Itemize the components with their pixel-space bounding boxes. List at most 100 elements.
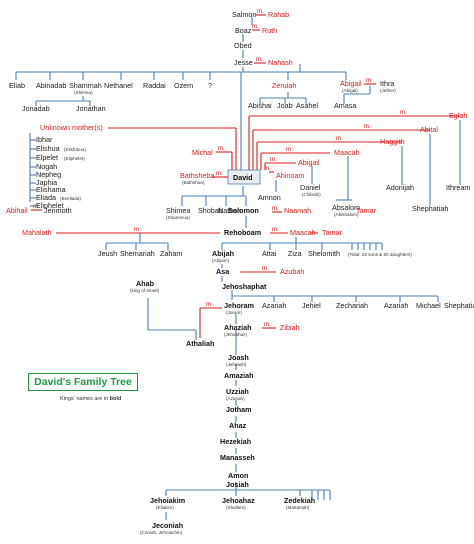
person-obed: Obed [234, 41, 252, 50]
person-eglah: Eglah [449, 111, 467, 120]
person-shammah: Shammah [69, 81, 102, 90]
person-jehoahaz-alt: (Shallum) [226, 505, 246, 510]
person-hezekiah: Hezekiah [220, 437, 251, 446]
person-mahalath: Mahalath [22, 228, 52, 237]
person-japhia: Japhia [36, 178, 57, 187]
person-amon: Amon [228, 471, 248, 480]
person-abigail-sister: Abigail [340, 79, 362, 88]
person-solomon: Solomon [228, 206, 259, 215]
person-daniel-alt: (Chileab) [302, 192, 321, 197]
marriage-mark: m. [206, 302, 213, 308]
person-jesse: Jesse [234, 58, 253, 67]
person-zedekiah: Zedekiah [284, 496, 315, 505]
person-josiah: Josiah [226, 480, 249, 489]
marriage-mark: m. [33, 204, 40, 210]
person-elishama: Elishama [36, 185, 66, 194]
person-raddai: Raddai [143, 81, 166, 90]
marriage-mark: m. [270, 157, 277, 163]
person-ruth: Ruth [262, 26, 277, 35]
person-joash: Joash [228, 353, 249, 362]
person-amaziah: Amaziah [224, 371, 254, 380]
legend-note-text: Kings' names are in [60, 396, 109, 402]
marriage-marks: m. m. m. m. m. m. m. m. m. m. m. m. m. m… [33, 9, 407, 328]
marriage-mark: m. [218, 146, 225, 152]
person-joash-alt: (Jehoash) [226, 362, 247, 367]
person-jehoiakim: Jehoiakim [150, 496, 185, 505]
person-attai: Attai [262, 249, 277, 258]
person-boaz: Boaz [235, 26, 252, 35]
person-abigail-sister-alt: (Abigal) [342, 88, 358, 93]
marriage-mark: m. [364, 124, 371, 130]
person-zeruiah: Zeruiah [272, 81, 296, 90]
marriage-mark: m. [400, 110, 407, 116]
person-rehoboam: Rehoboam [224, 228, 261, 237]
person-ozem: Ozem [174, 81, 193, 90]
person-ahaziah: Ahaziah [224, 323, 252, 332]
person-maacah: Maacah [334, 148, 360, 157]
person-jeconiah-alt: (Coniah, Jehoiachin) [140, 530, 183, 535]
person-haggith: Haggith [380, 137, 405, 146]
marriage-mark: m. [262, 266, 269, 272]
total-note: (Total: 28 sons & 60 daughters) [348, 252, 412, 257]
person-ahab: Ahab [136, 279, 155, 288]
person-elishua-alt: (Elishama) [64, 147, 86, 152]
person-jehoahaz: Jehoahaz [222, 496, 255, 505]
person-labels: Salmon Rahab Boaz Ruth Obed Jesse Nahash… [6, 10, 474, 535]
person-nahash: Nahash [268, 58, 293, 67]
marriage-mark: m. [366, 78, 373, 84]
legend-note: Kings' names are in bold [60, 396, 121, 402]
person-rahab: Rahab [268, 10, 289, 19]
person-adonijah: Adonijah [386, 183, 414, 192]
marriage-mark: m. [257, 9, 264, 15]
person-abijah: Abijah [212, 249, 234, 258]
person-ithra-alt: (Jether) [380, 88, 396, 93]
diagram-title: David's Family Tree [28, 373, 138, 391]
person-elishua: Elishua [36, 144, 60, 153]
person-elpelet: Elpelet [36, 153, 58, 162]
person-tamar-sister: Tamar [356, 206, 377, 215]
person-ithream: Ithream [446, 183, 470, 192]
person-jehoram: Jehoram [224, 301, 254, 310]
person-athaliah: Athaliah [186, 339, 214, 348]
person-jerimoth: Jerimoth [44, 206, 72, 215]
person-jeush: Jeush [98, 249, 117, 258]
person-jehoram-alt: (Joram) [226, 310, 242, 315]
person-salmon: Salmon [232, 10, 256, 19]
marriage-mark: m. [264, 322, 271, 328]
marriage-mark: m. [272, 206, 279, 212]
person-shimea-alt: (Shammua) [166, 215, 190, 220]
person-jonadab: Jonadab [22, 104, 50, 113]
person-shobab: Shobab [198, 206, 223, 215]
person-michael: Michael [416, 301, 441, 310]
person-nogah: Nogah [36, 162, 57, 171]
person-jeconiah: Jeconiah [152, 521, 183, 530]
person-manasseh: Manasseh [220, 453, 255, 462]
person-ahaziah-alt: (Jehoahaz) [224, 332, 247, 337]
marriage-mark: m. [256, 57, 263, 63]
person-jehoiakim-alt: (Eliakim) [156, 505, 174, 510]
person-zedekiah-alt: (Mattaniah) [286, 505, 310, 510]
person-ahaz: Ahaz [229, 421, 247, 430]
person-tamar: Tamar [322, 228, 343, 237]
person-eliada: Eliada [36, 193, 56, 202]
person-bathsheba: Bathsheba [180, 171, 214, 180]
person-jonathan: Jonathan [76, 104, 106, 113]
person-ahinoam: Ahinoam [276, 171, 304, 180]
david-node: David [227, 169, 261, 185]
legend-note-bold: bold [109, 396, 122, 402]
person-abital: Abital [420, 125, 438, 134]
person-bathsheba-alt: (Bathshua) [182, 180, 205, 185]
person-azariah1: Azariah [262, 301, 286, 310]
person-elpelet-alt: (Eliphelet) [64, 156, 85, 161]
person-jehiel: Jehiel [302, 301, 321, 310]
person-shelomith: Shelomith [308, 249, 340, 258]
person-shammah-alt: (Shimea) [74, 90, 93, 95]
person-asa: Asa [216, 267, 230, 276]
person-ithra: Ithra [380, 79, 394, 88]
person-ahab-alt: (king of Israel) [130, 288, 160, 293]
person-unknown-mothers: Unknown mother(s) [40, 123, 103, 132]
person-maacah2: Maacah [290, 228, 316, 237]
person-jotham: Jotham [226, 405, 252, 414]
person-abinadab: Abinadab [36, 81, 66, 90]
